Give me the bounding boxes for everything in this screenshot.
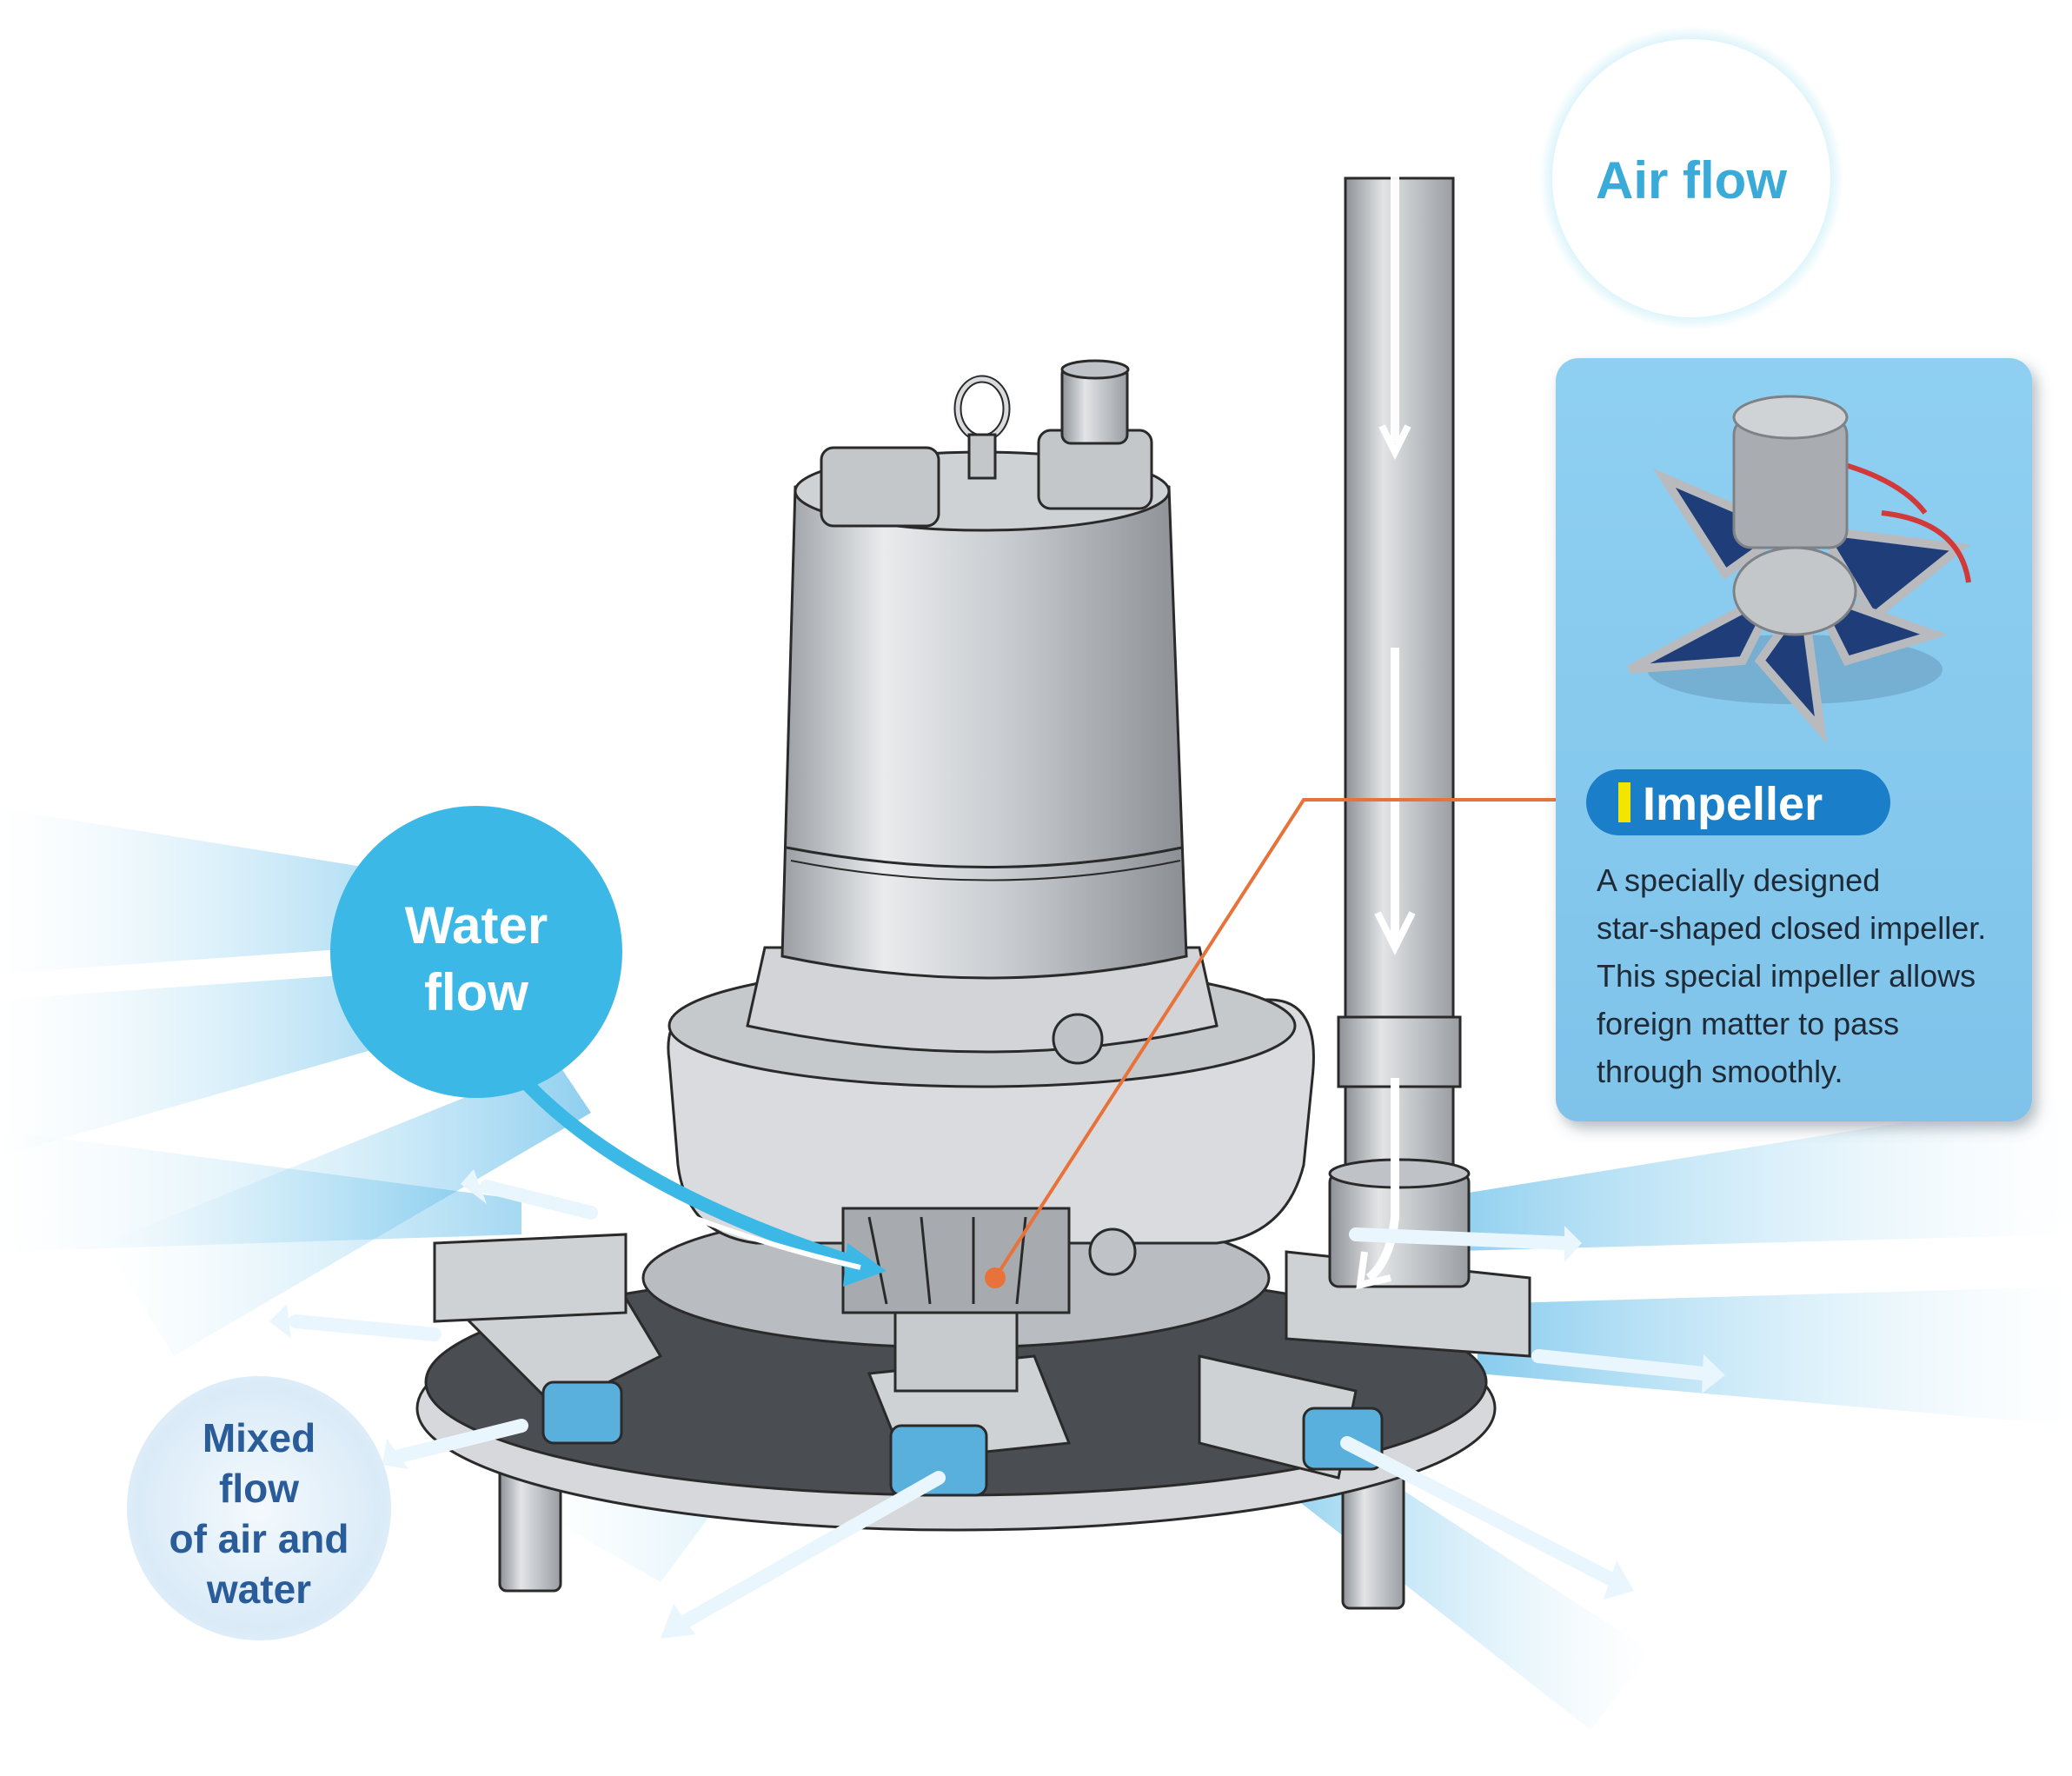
- impeller-description: A specially designed star-shaped closed …: [1597, 856, 2014, 1095]
- impeller-description-line-3: This special impeller allows: [1597, 958, 1976, 994]
- water-flow-label-line-1: Water: [405, 896, 548, 955]
- impeller-title: Impeller: [1643, 778, 1823, 830]
- water-flow-bubble: Water flow: [330, 806, 622, 1098]
- mixed-flow-label-line-4: water: [206, 1566, 311, 1612]
- mixed-flow-label-line-3: of air and: [169, 1516, 349, 1561]
- air-flow-arrows: [1356, 108, 1545, 1290]
- mixed-flow-label-line-1: Mixed: [203, 1415, 315, 1460]
- outflow-arrows: [289, 1180, 1710, 1633]
- impeller-description-line-5: through smoothly.: [1597, 1054, 1843, 1089]
- water-inflow-arrow: [516, 1073, 887, 1287]
- impeller-callout: Impeller: [1556, 358, 2032, 1121]
- outflow-arrowheads: [269, 1169, 1725, 1639]
- impeller-leader-line: [985, 798, 1595, 1288]
- mixed-flow-bubble: Mixed flow of air and water: [127, 1376, 391, 1640]
- pump-base: [415, 1207, 1531, 1610]
- mixed-flow-label-line-2: flow: [219, 1466, 299, 1511]
- motor-body: [667, 359, 1315, 1314]
- water-flow-label-line-2: flow: [424, 963, 528, 1021]
- impeller-description-line-1: A specially designed: [1597, 862, 1881, 898]
- impeller-illustration: [1627, 395, 1971, 744]
- air-flow-bubble: Air flow: [1539, 26, 1843, 330]
- air-flow-label: Air flow: [1596, 151, 1787, 210]
- impeller-description-line-2: star-shaped closed impeller.: [1597, 910, 1987, 946]
- impeller-description-line-4: foreign matter to pass: [1597, 1006, 1900, 1041]
